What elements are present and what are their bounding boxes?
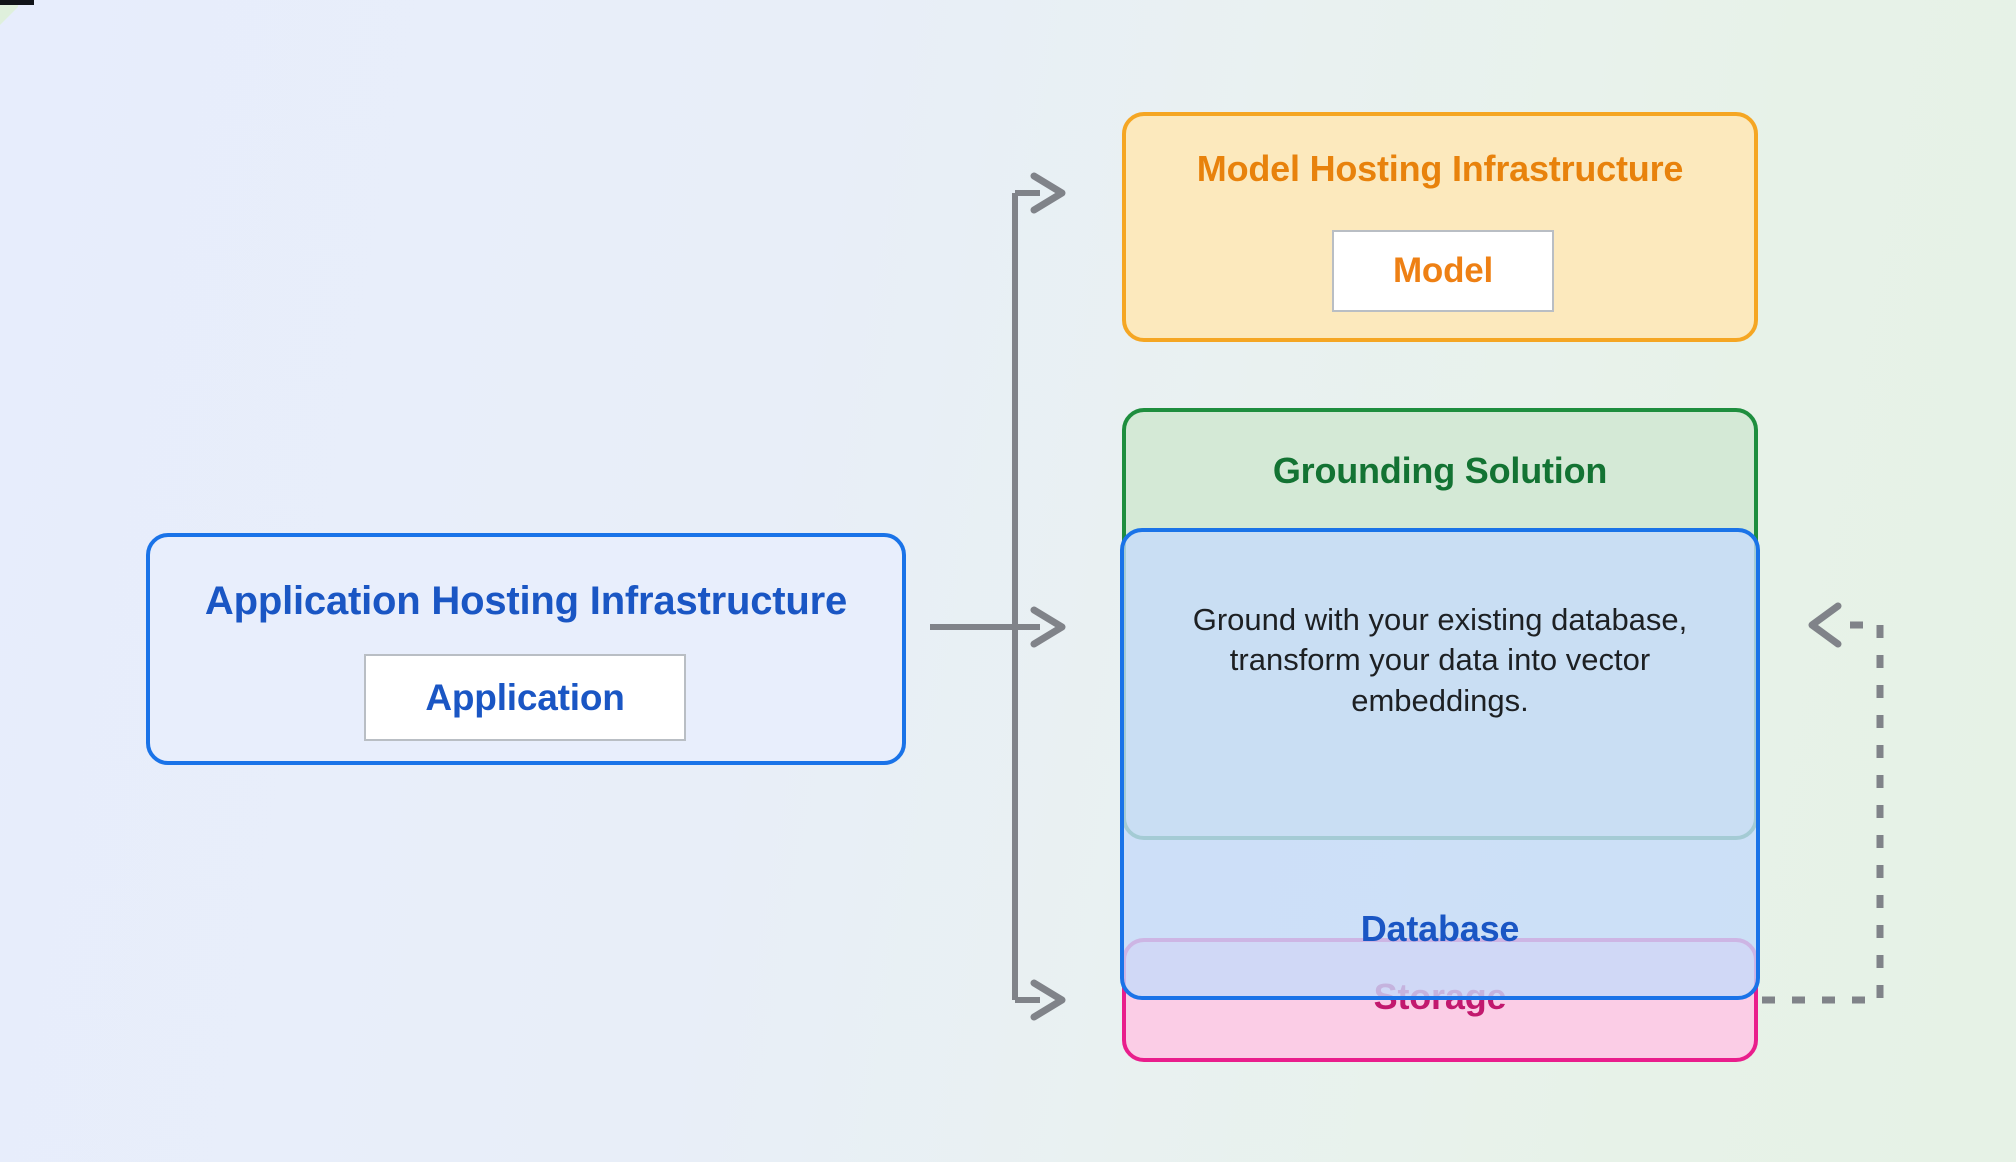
arrowhead-to-storage-icon bbox=[1030, 979, 1066, 1021]
arrowhead-to-grounding-icon bbox=[1030, 606, 1066, 648]
arrowhead-to-model-icon bbox=[1030, 172, 1066, 214]
database-title: Database bbox=[1360, 908, 1520, 949]
application-hosting-infrastructure-node[interactable]: Application Hosting Infrastructure Appli… bbox=[146, 533, 906, 765]
model-card[interactable]: Model bbox=[1332, 230, 1554, 312]
grounding-solution-description: Ground with your existing database, tran… bbox=[1192, 602, 1688, 718]
application-card[interactable]: Application bbox=[364, 654, 686, 741]
connector-storage-to-database bbox=[1762, 621, 1884, 1004]
database-node[interactable]: Ground with your existing database, tran… bbox=[1120, 528, 1760, 1000]
top-left-artifact-bar bbox=[0, 0, 34, 5]
model-hosting-title: Model Hosting Infrastructure bbox=[1196, 148, 1684, 189]
arrowhead-to-database-icon bbox=[1808, 602, 1842, 648]
model-hosting-infrastructure-node[interactable]: Model Hosting Infrastructure Model bbox=[1122, 112, 1758, 342]
application-hosting-title: Application Hosting Infrastructure bbox=[204, 579, 848, 623]
grounding-solution-title: Grounding Solution bbox=[1272, 450, 1608, 491]
top-left-artifact-wedge bbox=[0, 5, 18, 31]
